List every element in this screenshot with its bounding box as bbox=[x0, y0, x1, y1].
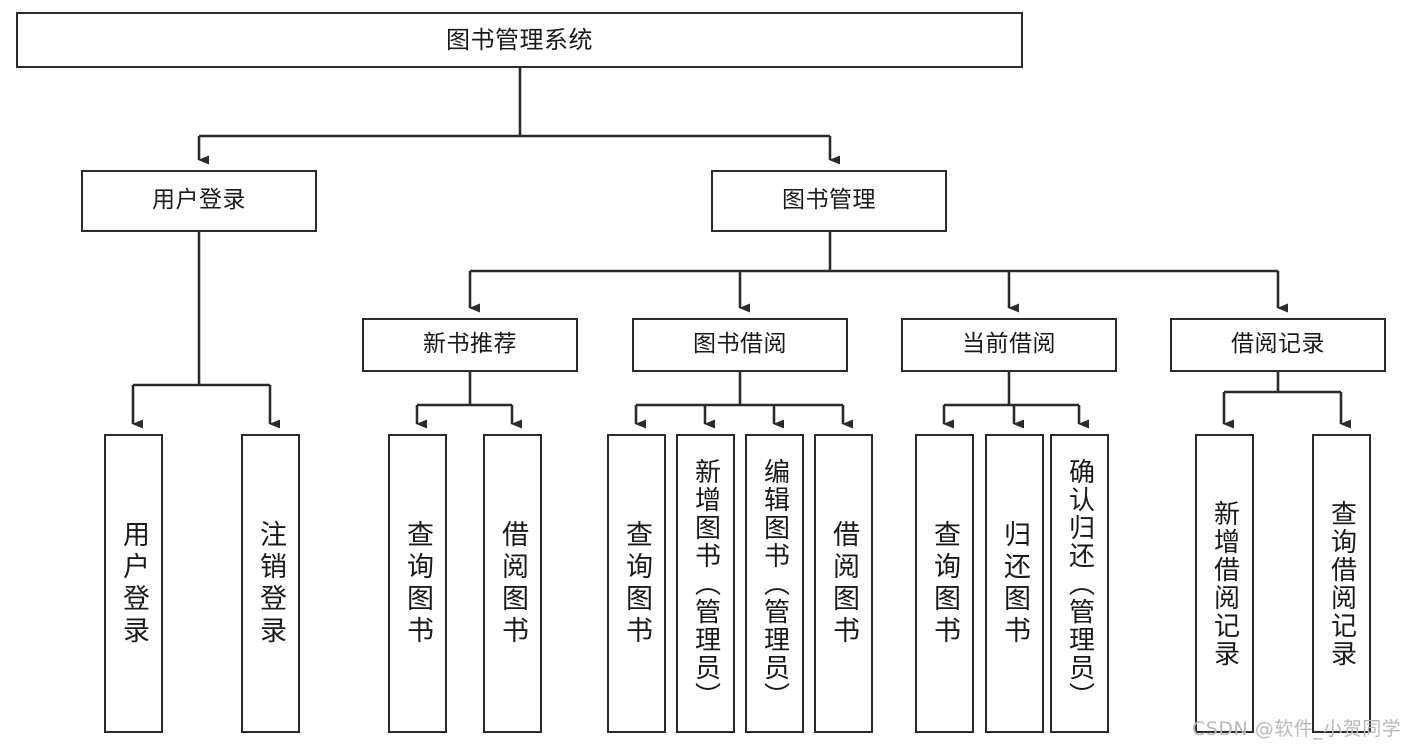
leaf-cb-return-book[interactable]: 归还图书 bbox=[985, 434, 1044, 733]
node-user-login[interactable]: 用户登录 bbox=[81, 170, 317, 232]
leaf-nb-borrow-book[interactable]: 借阅图书 bbox=[483, 434, 542, 733]
leaf-cb-return-book-label: 归还图书 bbox=[999, 519, 1030, 648]
leaf-bb-edit-book-admin[interactable]: 编辑图书（管理员） bbox=[745, 434, 804, 733]
node-book-management[interactable]: 图书管理 bbox=[711, 170, 947, 232]
leaf-bb-borrow-book-label: 借阅图书 bbox=[828, 519, 859, 648]
node-root-system-label: 图书管理系统 bbox=[446, 25, 593, 54]
leaf-nb-query-book-label: 查询图书 bbox=[402, 519, 433, 648]
leaf-bb-add-book-admin-label: 新增图书（管理员） bbox=[690, 457, 721, 710]
leaf-br-query-record[interactable]: 查询借阅记录 bbox=[1312, 434, 1371, 733]
leaf-bb-query-book-label: 查询图书 bbox=[621, 519, 652, 648]
node-user-login-label: 用户登录 bbox=[152, 187, 246, 214]
node-book-management-label: 图书管理 bbox=[782, 187, 876, 214]
leaf-nb-query-book[interactable]: 查询图书 bbox=[388, 434, 447, 733]
leaf-logout-label: 注销登录 bbox=[255, 519, 286, 648]
node-current-borrow[interactable]: 当前借阅 bbox=[901, 318, 1117, 372]
leaf-nb-borrow-book-label: 借阅图书 bbox=[497, 519, 528, 648]
leaf-br-add-record[interactable]: 新增借阅记录 bbox=[1195, 434, 1254, 733]
node-new-book-recommend[interactable]: 新书推荐 bbox=[362, 318, 578, 372]
csdn-watermark: CSDN @软件_小贺同学 bbox=[1192, 718, 1402, 740]
leaf-bb-edit-book-admin-label: 编辑图书（管理员） bbox=[759, 457, 790, 710]
leaf-br-add-record-label: 新增借阅记录 bbox=[1209, 499, 1240, 668]
leaf-cb-confirm-return-admin-label: 确认归还（管理员） bbox=[1064, 457, 1095, 710]
node-borrow-record[interactable]: 借阅记录 bbox=[1170, 318, 1386, 372]
node-book-borrow[interactable]: 图书借阅 bbox=[632, 318, 848, 372]
leaf-user-login[interactable]: 用户登录 bbox=[104, 434, 163, 733]
leaf-bb-borrow-book[interactable]: 借阅图书 bbox=[814, 434, 873, 733]
node-root-system[interactable]: 图书管理系统 bbox=[16, 12, 1023, 68]
leaf-cb-query-book[interactable]: 查询图书 bbox=[915, 434, 974, 733]
node-new-book-recommend-label: 新书推荐 bbox=[423, 331, 517, 358]
leaf-bb-add-book-admin[interactable]: 新增图书（管理员） bbox=[676, 434, 735, 733]
node-borrow-record-label: 借阅记录 bbox=[1231, 331, 1325, 358]
leaf-user-login-label: 用户登录 bbox=[118, 519, 149, 648]
leaf-cb-confirm-return-admin[interactable]: 确认归还（管理员） bbox=[1050, 434, 1109, 733]
node-current-borrow-label: 当前借阅 bbox=[962, 331, 1056, 358]
node-book-borrow-label: 图书借阅 bbox=[693, 331, 787, 358]
leaf-logout[interactable]: 注销登录 bbox=[241, 434, 300, 733]
leaf-cb-query-book-label: 查询图书 bbox=[929, 519, 960, 648]
leaf-br-query-record-label: 查询借阅记录 bbox=[1326, 499, 1357, 668]
leaf-bb-query-book[interactable]: 查询图书 bbox=[607, 434, 666, 733]
